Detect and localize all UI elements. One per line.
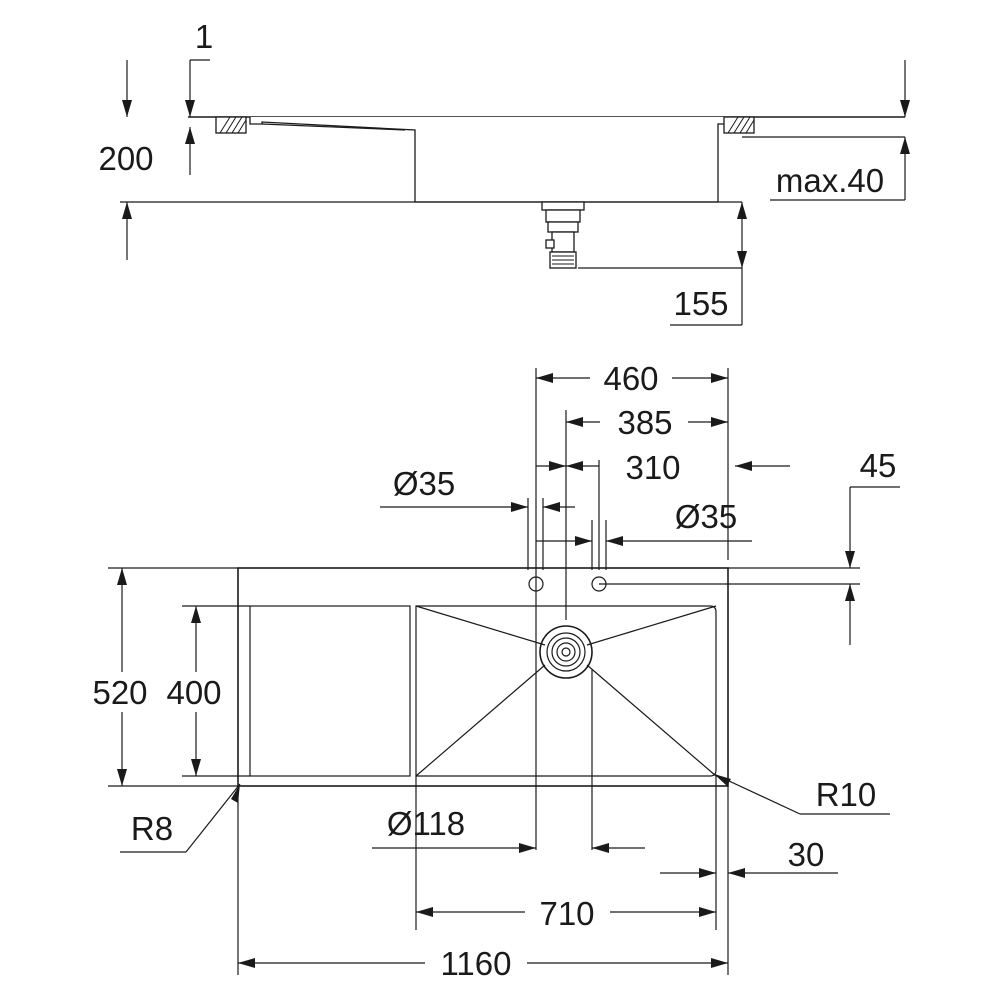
dim-bowl-depth-plan: 400 xyxy=(166,674,221,711)
section-view: 1 200 max.40 155 xyxy=(98,18,910,326)
dim-drain-diameter: Ø118 xyxy=(387,805,465,842)
drain-waste-fitting xyxy=(541,201,585,269)
dim-flange-thickness: 1 xyxy=(195,18,213,55)
mounting-clip-right xyxy=(723,116,755,134)
drainboard-section-line xyxy=(261,123,406,131)
dim-drain-depth: 155 xyxy=(673,285,728,322)
dim-tap-to-edge: 385 xyxy=(617,404,672,441)
bowl-plan xyxy=(415,605,717,777)
drainboard-plan xyxy=(249,605,411,777)
drain-plan xyxy=(539,625,593,679)
dim-drain-to-edge: 310 xyxy=(625,449,680,486)
dim-overall-depth: 520 xyxy=(92,674,147,711)
dim-tap-hole-left: Ø35 xyxy=(393,465,455,502)
plan-view: 460 385 310 Ø35 Ø35 45 xyxy=(92,360,900,982)
dim-tap-hole-span: 460 xyxy=(603,360,658,397)
dim-bowl-depth: 200 xyxy=(98,140,153,177)
dim-worktop-max: max.40 xyxy=(776,162,884,199)
dim-corner-radius-bowl: R10 xyxy=(816,776,877,813)
mounting-clip-left xyxy=(215,116,247,134)
dim-corner-radius-outer: R8 xyxy=(131,810,173,847)
dim-overall-width: 1160 xyxy=(441,945,512,982)
dim-bowl-width: 710 xyxy=(539,895,594,932)
dim-tap-hole-right: Ø35 xyxy=(675,498,737,535)
sink-section-outline xyxy=(249,117,737,203)
sink-outline-plan xyxy=(237,567,729,787)
dim-tap-hole-offset: 45 xyxy=(860,447,897,484)
dim-bowl-margin: 30 xyxy=(788,836,825,873)
